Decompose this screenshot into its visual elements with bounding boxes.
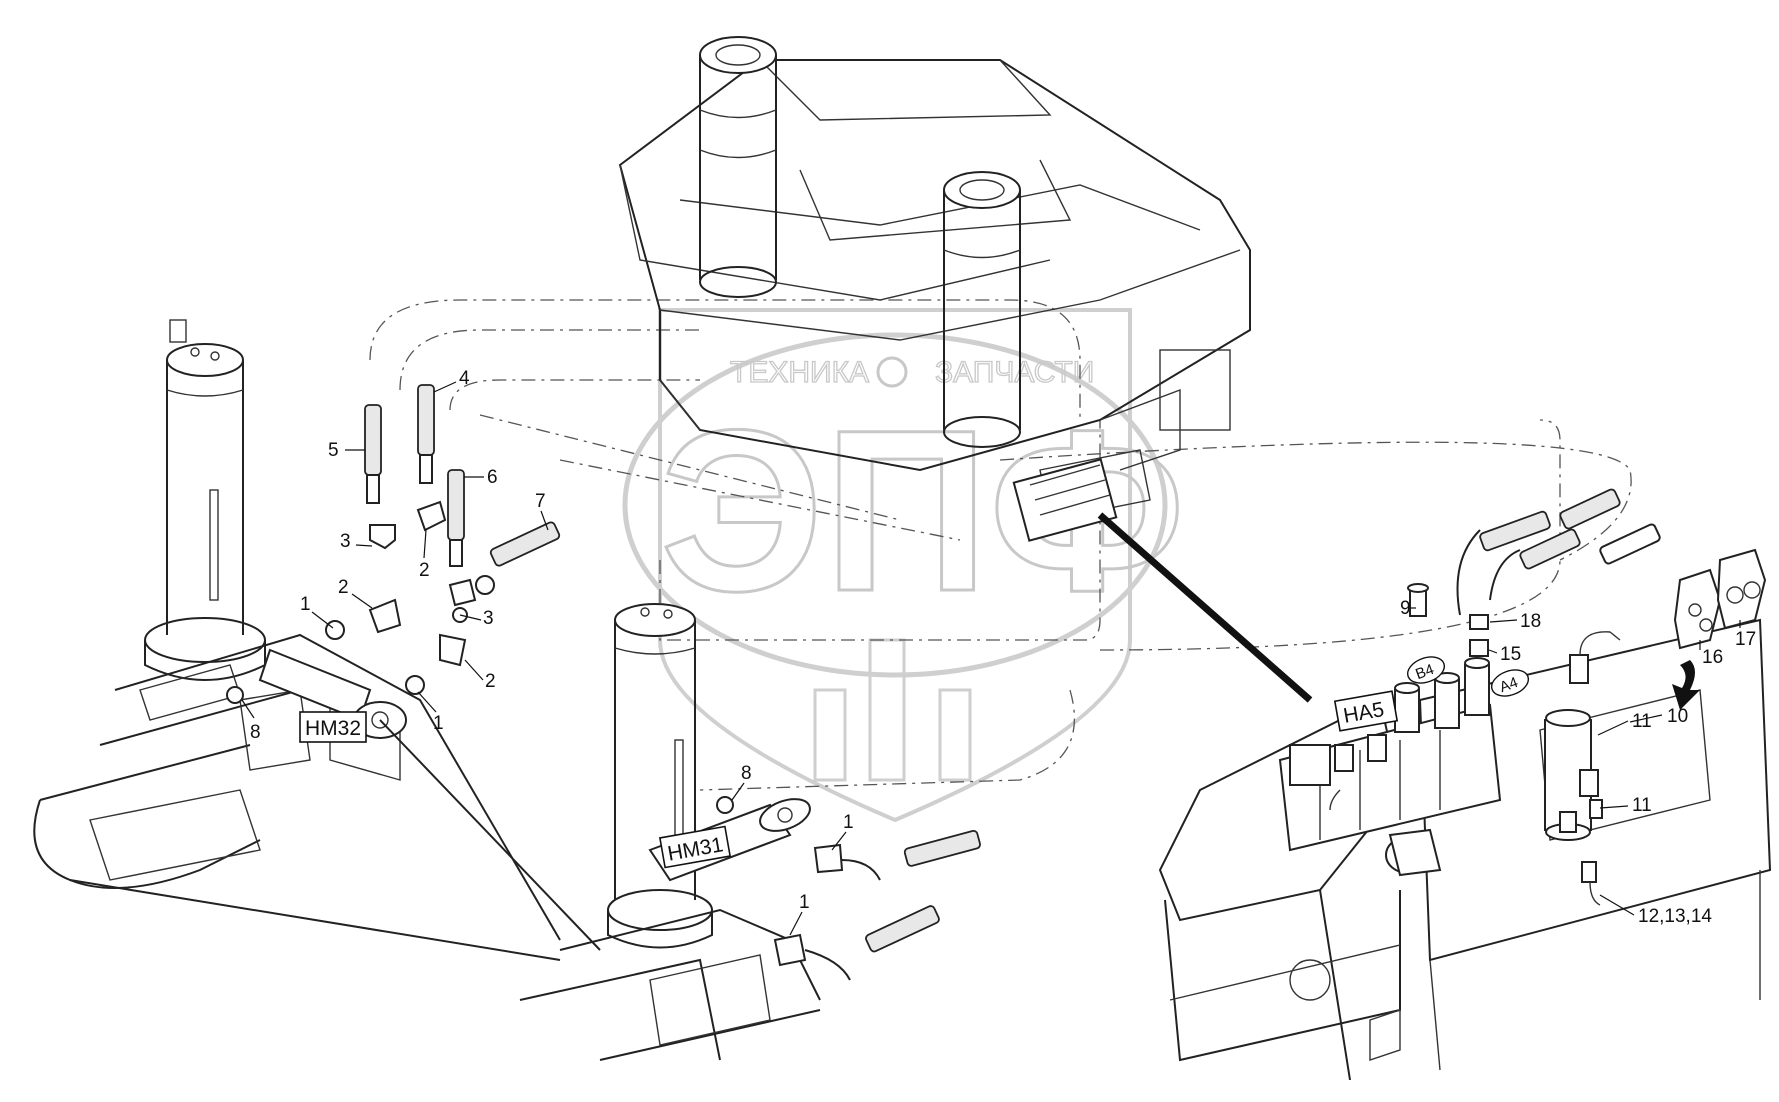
install-arrow-icon bbox=[1672, 660, 1700, 710]
left-horizontal-cylinder-nm32 bbox=[226, 648, 407, 739]
callout-5: 5 bbox=[328, 440, 365, 461]
valve-detail-view bbox=[1158, 488, 1772, 1081]
frame-valve-block bbox=[1012, 458, 1118, 542]
frame-cylinder-right bbox=[943, 171, 1021, 448]
svg-text:11: 11 bbox=[1632, 795, 1652, 816]
callout-2: 2 bbox=[419, 529, 430, 581]
svg-text:9: 9 bbox=[1400, 598, 1411, 619]
label-nm32: НМ32 bbox=[299, 711, 367, 743]
watermark-shield-outline bbox=[658, 308, 1132, 823]
svg-text:3: 3 bbox=[483, 608, 494, 629]
callout-11: 11 bbox=[1599, 795, 1652, 816]
watermark-wheat-icon bbox=[813, 638, 972, 782]
left-hose-set bbox=[325, 384, 561, 695]
svg-text:6: 6 bbox=[487, 467, 498, 488]
callout-3: 3 bbox=[340, 531, 373, 552]
callout-3: 3 bbox=[459, 608, 494, 629]
watermark-oval bbox=[622, 332, 1168, 678]
svg-text:A4: A4 bbox=[1497, 674, 1520, 696]
hose-routing-paths bbox=[369, 299, 1632, 791]
svg-text:4: 4 bbox=[459, 368, 470, 389]
svg-text:7: 7 bbox=[535, 491, 546, 512]
frame-cylinder-left bbox=[699, 36, 777, 298]
watermark-text-right: ЗАПЧАСТИ bbox=[935, 356, 1094, 389]
svg-text:12,13,14: 12,13,14 bbox=[1638, 906, 1712, 927]
callout-6: 6 bbox=[464, 467, 498, 488]
center-lift-cylinder bbox=[607, 603, 713, 949]
callout-18: 18 bbox=[1489, 611, 1541, 632]
callout-1: 1 bbox=[789, 892, 810, 936]
svg-text:1: 1 bbox=[799, 892, 810, 913]
svg-text:15: 15 bbox=[1500, 644, 1521, 665]
label-na5: НА5 bbox=[1333, 690, 1399, 732]
watermark: ЭПФ ТЕХНИКА ЗАПЧАСТИ bbox=[622, 308, 1187, 823]
svg-text:3: 3 bbox=[340, 531, 351, 552]
callout-15: 15 bbox=[1488, 644, 1521, 665]
svg-text:1: 1 bbox=[433, 713, 444, 734]
callout-1: 1 bbox=[831, 812, 854, 851]
upper-frame bbox=[618, 36, 1313, 703]
watermark-gear-icon bbox=[876, 356, 908, 388]
callout-8: 8 bbox=[731, 763, 752, 801]
callout-7: 7 bbox=[535, 491, 549, 531]
svg-text:18: 18 bbox=[1520, 611, 1541, 632]
svg-text:2: 2 bbox=[338, 577, 349, 598]
label-b4: B4 bbox=[1406, 656, 1446, 684]
detail-leader-arrow bbox=[1097, 512, 1313, 703]
callout-4: 4 bbox=[433, 368, 470, 393]
svg-text:8: 8 bbox=[250, 722, 261, 743]
center-track-beam bbox=[379, 719, 821, 1061]
callout-2: 2 bbox=[338, 577, 373, 609]
callout-12-13-14: 12,13,14 bbox=[1599, 894, 1712, 927]
watermark-text-left: ТЕХНИКА bbox=[730, 356, 869, 389]
svg-text:1: 1 bbox=[300, 594, 311, 615]
callout-9: 9 bbox=[1400, 598, 1416, 619]
svg-text:5: 5 bbox=[328, 440, 339, 461]
svg-text:B4: B4 bbox=[1413, 661, 1436, 683]
svg-text:1: 1 bbox=[843, 812, 854, 833]
svg-text:17: 17 bbox=[1735, 629, 1756, 650]
callout-17: 17 bbox=[1735, 620, 1756, 650]
svg-text:8: 8 bbox=[741, 763, 752, 784]
svg-text:16: 16 bbox=[1702, 647, 1723, 668]
center-hose-set bbox=[773, 829, 981, 981]
svg-text:2: 2 bbox=[419, 560, 430, 581]
left-lift-cylinder bbox=[144, 319, 266, 681]
callout-16: 16 bbox=[1699, 640, 1723, 668]
callout-2: 2 bbox=[464, 659, 496, 692]
callout-10: 10 bbox=[1629, 706, 1688, 727]
callout-11: 11 bbox=[1597, 711, 1652, 736]
label-a4: A4 bbox=[1490, 669, 1530, 697]
callout-8: 8 bbox=[241, 699, 261, 743]
callout-1: 1 bbox=[300, 594, 334, 629]
svg-text:НМ32: НМ32 bbox=[305, 717, 361, 740]
svg-text:10: 10 bbox=[1667, 706, 1688, 727]
svg-text:11: 11 bbox=[1632, 711, 1652, 732]
callout-1: 1 bbox=[417, 691, 444, 734]
svg-text:2: 2 bbox=[485, 671, 496, 692]
callouts: 1 1 1 1 2 2 2 3 bbox=[241, 368, 1756, 936]
